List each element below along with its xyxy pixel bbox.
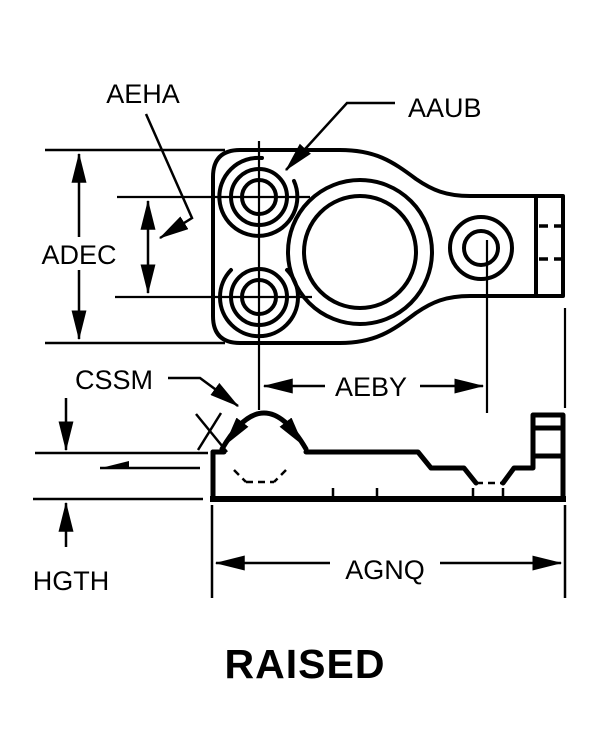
aeha-leader bbox=[144, 113, 194, 240]
dome-arrow-left bbox=[224, 417, 249, 446]
aaub-label: AAUB bbox=[408, 93, 482, 123]
upper-hole-raised-arc bbox=[217, 155, 300, 238]
right-hole-outer-circle bbox=[448, 215, 514, 281]
part-body-outline bbox=[211, 148, 565, 345]
dimensions: ADEC AEHA AAUB CSSM AEBY HGTH AGNQ bbox=[33, 79, 567, 598]
drawing-title: RAISED bbox=[225, 641, 386, 687]
side-view bbox=[195, 410, 566, 502]
center-boss-hole-circle bbox=[302, 194, 418, 310]
countersink-hidden-left bbox=[233, 469, 247, 483]
countersink-hidden-right bbox=[273, 469, 287, 483]
side-profile bbox=[303, 412, 566, 502]
aaub-leader bbox=[285, 101, 395, 171]
break-line-cross-a bbox=[195, 413, 228, 453]
aeby-label: AEBY bbox=[335, 372, 407, 402]
agnq-label: AGNQ bbox=[345, 555, 425, 585]
cssm-label: CSSM bbox=[75, 365, 153, 395]
adec-label: ADEC bbox=[41, 240, 116, 270]
center-boss-outer-circle bbox=[286, 178, 434, 326]
right-hole-inner-circle bbox=[462, 229, 500, 267]
aeha-label: AEHA bbox=[106, 79, 180, 109]
hgth-label: HGTH bbox=[33, 566, 110, 596]
plan-view bbox=[115, 141, 567, 413]
dome-arrow-right bbox=[279, 417, 304, 446]
break-line-cross-b bbox=[196, 412, 223, 451]
cssm-leader bbox=[168, 376, 240, 408]
hgth-mid-arrowhead bbox=[101, 461, 129, 468]
